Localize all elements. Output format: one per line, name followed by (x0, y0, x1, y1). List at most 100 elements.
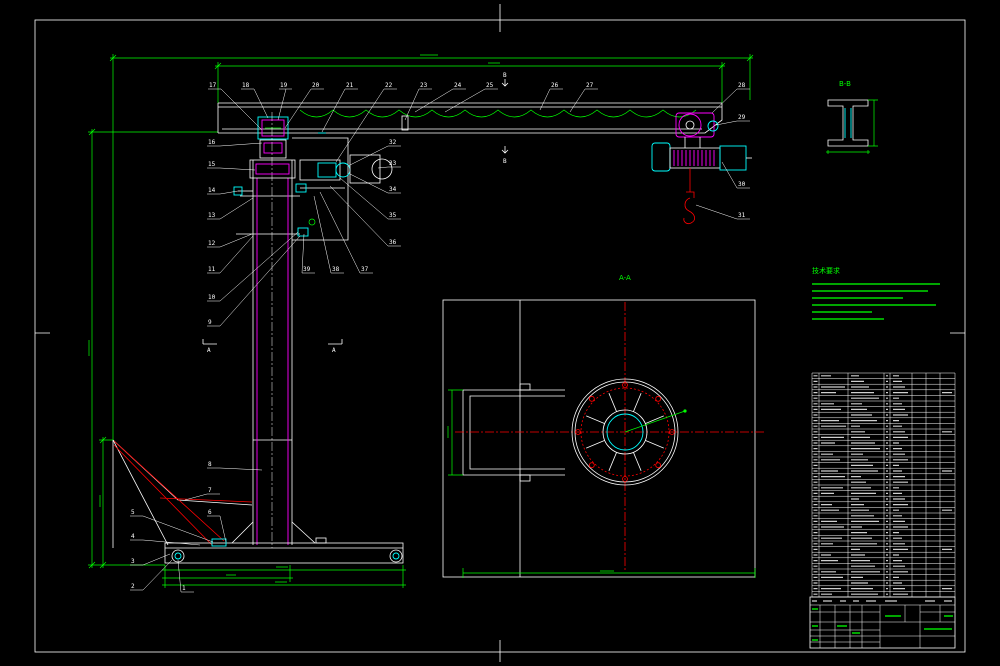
balloon-4: 4 (131, 533, 135, 540)
slewing-motor (349, 154, 381, 184)
column-handle-knob (233, 186, 243, 196)
base-frame (164, 542, 404, 564)
hoist-end-cap (651, 142, 671, 172)
base-gussets (231, 521, 316, 544)
balloon-1: 1 (182, 585, 186, 592)
balloon-24: 24 (454, 82, 462, 89)
balloon-22: 22 (385, 82, 393, 89)
flange-bore (602, 409, 648, 455)
section-a-left-label: A (207, 347, 211, 354)
flange-outer (571, 378, 679, 486)
flange-bolt-hole (655, 395, 662, 402)
flange-bolt-hole (622, 382, 628, 388)
top-bearing-seat (259, 139, 287, 159)
plan-channel-outer (462, 389, 565, 476)
view-b-top-label: B (503, 72, 507, 79)
column-outline (236, 160, 300, 545)
balloon-7: 7 (208, 487, 212, 494)
plan-dimension-lines (448, 389, 756, 578)
slewing-gearbox (299, 159, 341, 181)
elevation-dimension-lines (88, 54, 754, 588)
trolley-guide-roller (707, 120, 719, 132)
slewing-motor-end (371, 158, 393, 180)
base-tab (315, 537, 327, 544)
parts-list-grid (811, 372, 956, 598)
trolley-wheel (678, 113, 702, 137)
balloon-3: 3 (131, 558, 135, 565)
flange-spokes (586, 393, 664, 471)
column-inner-lines (256, 178, 289, 545)
top-bearing-housing (257, 116, 289, 140)
balloon-9: 9 (208, 319, 212, 326)
elevation-dimension-text-marks (88, 54, 500, 583)
tech-req-text-lines (812, 283, 940, 320)
flange-bolt-hole (655, 462, 662, 469)
flange-bolt-holes (575, 382, 675, 482)
flange-bolt-hole (669, 429, 675, 435)
festoon-cable (299, 109, 697, 118)
balloon-27: 27 (586, 82, 594, 89)
parts-list-text-marks (813, 375, 952, 595)
view-b-bottom-label: B (503, 158, 507, 165)
column-cap (249, 159, 296, 179)
balloon-8: 8 (208, 461, 212, 468)
balloon-17: 17 (209, 82, 217, 89)
balloon-10: 10 (208, 294, 216, 301)
flange-bolt-circle (580, 387, 670, 477)
balloon-6: 6 (208, 509, 212, 516)
balloon-5: 5 (131, 509, 135, 516)
balloon-14: 14 (208, 187, 216, 194)
balloon-23: 23 (420, 82, 428, 89)
i-beam-dimensions (826, 99, 878, 154)
flange-leader-dot (683, 409, 687, 413)
lower-roller (308, 218, 316, 226)
balloon-31: 31 (738, 212, 746, 219)
plan-view: A-A (442, 274, 765, 578)
plan-view-label: A-A (619, 274, 631, 282)
base-wheel-right (389, 549, 403, 563)
outer-border (34, 19, 966, 653)
center-marks (35, 4, 965, 662)
flange-bolt-hole (575, 429, 581, 435)
balloon-39: 39 (303, 266, 311, 273)
balloon-36: 36 (389, 239, 397, 246)
tech-req-title: 技术要求 (812, 266, 840, 275)
plan-channel-inner (469, 395, 565, 470)
balloon-32: 32 (389, 139, 397, 146)
base-wheel-left-hub (174, 552, 182, 560)
title-block-grid (810, 604, 955, 648)
balloon-18: 18 (242, 82, 250, 89)
balloon-12: 12 (208, 240, 216, 247)
flange-bolt-hole (588, 395, 595, 402)
balloon-38: 38 (332, 266, 340, 273)
i-beam-section (827, 99, 869, 147)
hoist-drum-rope (673, 150, 715, 166)
detail-b-b: B-B (826, 80, 878, 154)
trolley-hangers (684, 137, 701, 148)
plan-dimension-text-marks (447, 426, 614, 572)
plan-centerlines (455, 302, 765, 570)
balloon-37: 37 (361, 266, 369, 273)
flange-bore-inner (606, 413, 644, 451)
base-wheel-right-hub (392, 552, 400, 560)
i-beam-inner (844, 108, 852, 138)
hoist-hook (683, 191, 695, 225)
trolley-wheel-axle (685, 120, 695, 130)
hoist-motor (719, 145, 747, 171)
balloon-13: 13 (208, 212, 216, 219)
balloon-30: 30 (738, 181, 746, 188)
upper-roller-hub (295, 183, 307, 193)
flange-leader (624, 410, 686, 433)
title-block-border (809, 596, 956, 649)
technical-requirements: 技术要求 (812, 266, 940, 320)
support-brace-rods (113, 440, 253, 546)
balloon-34: 34 (389, 186, 397, 193)
balloon-25: 25 (486, 82, 494, 89)
jib-beam (217, 102, 723, 134)
balloon-26: 26 (551, 82, 559, 89)
balloon-35: 35 (389, 212, 397, 219)
balloon-2: 2 (131, 583, 135, 590)
